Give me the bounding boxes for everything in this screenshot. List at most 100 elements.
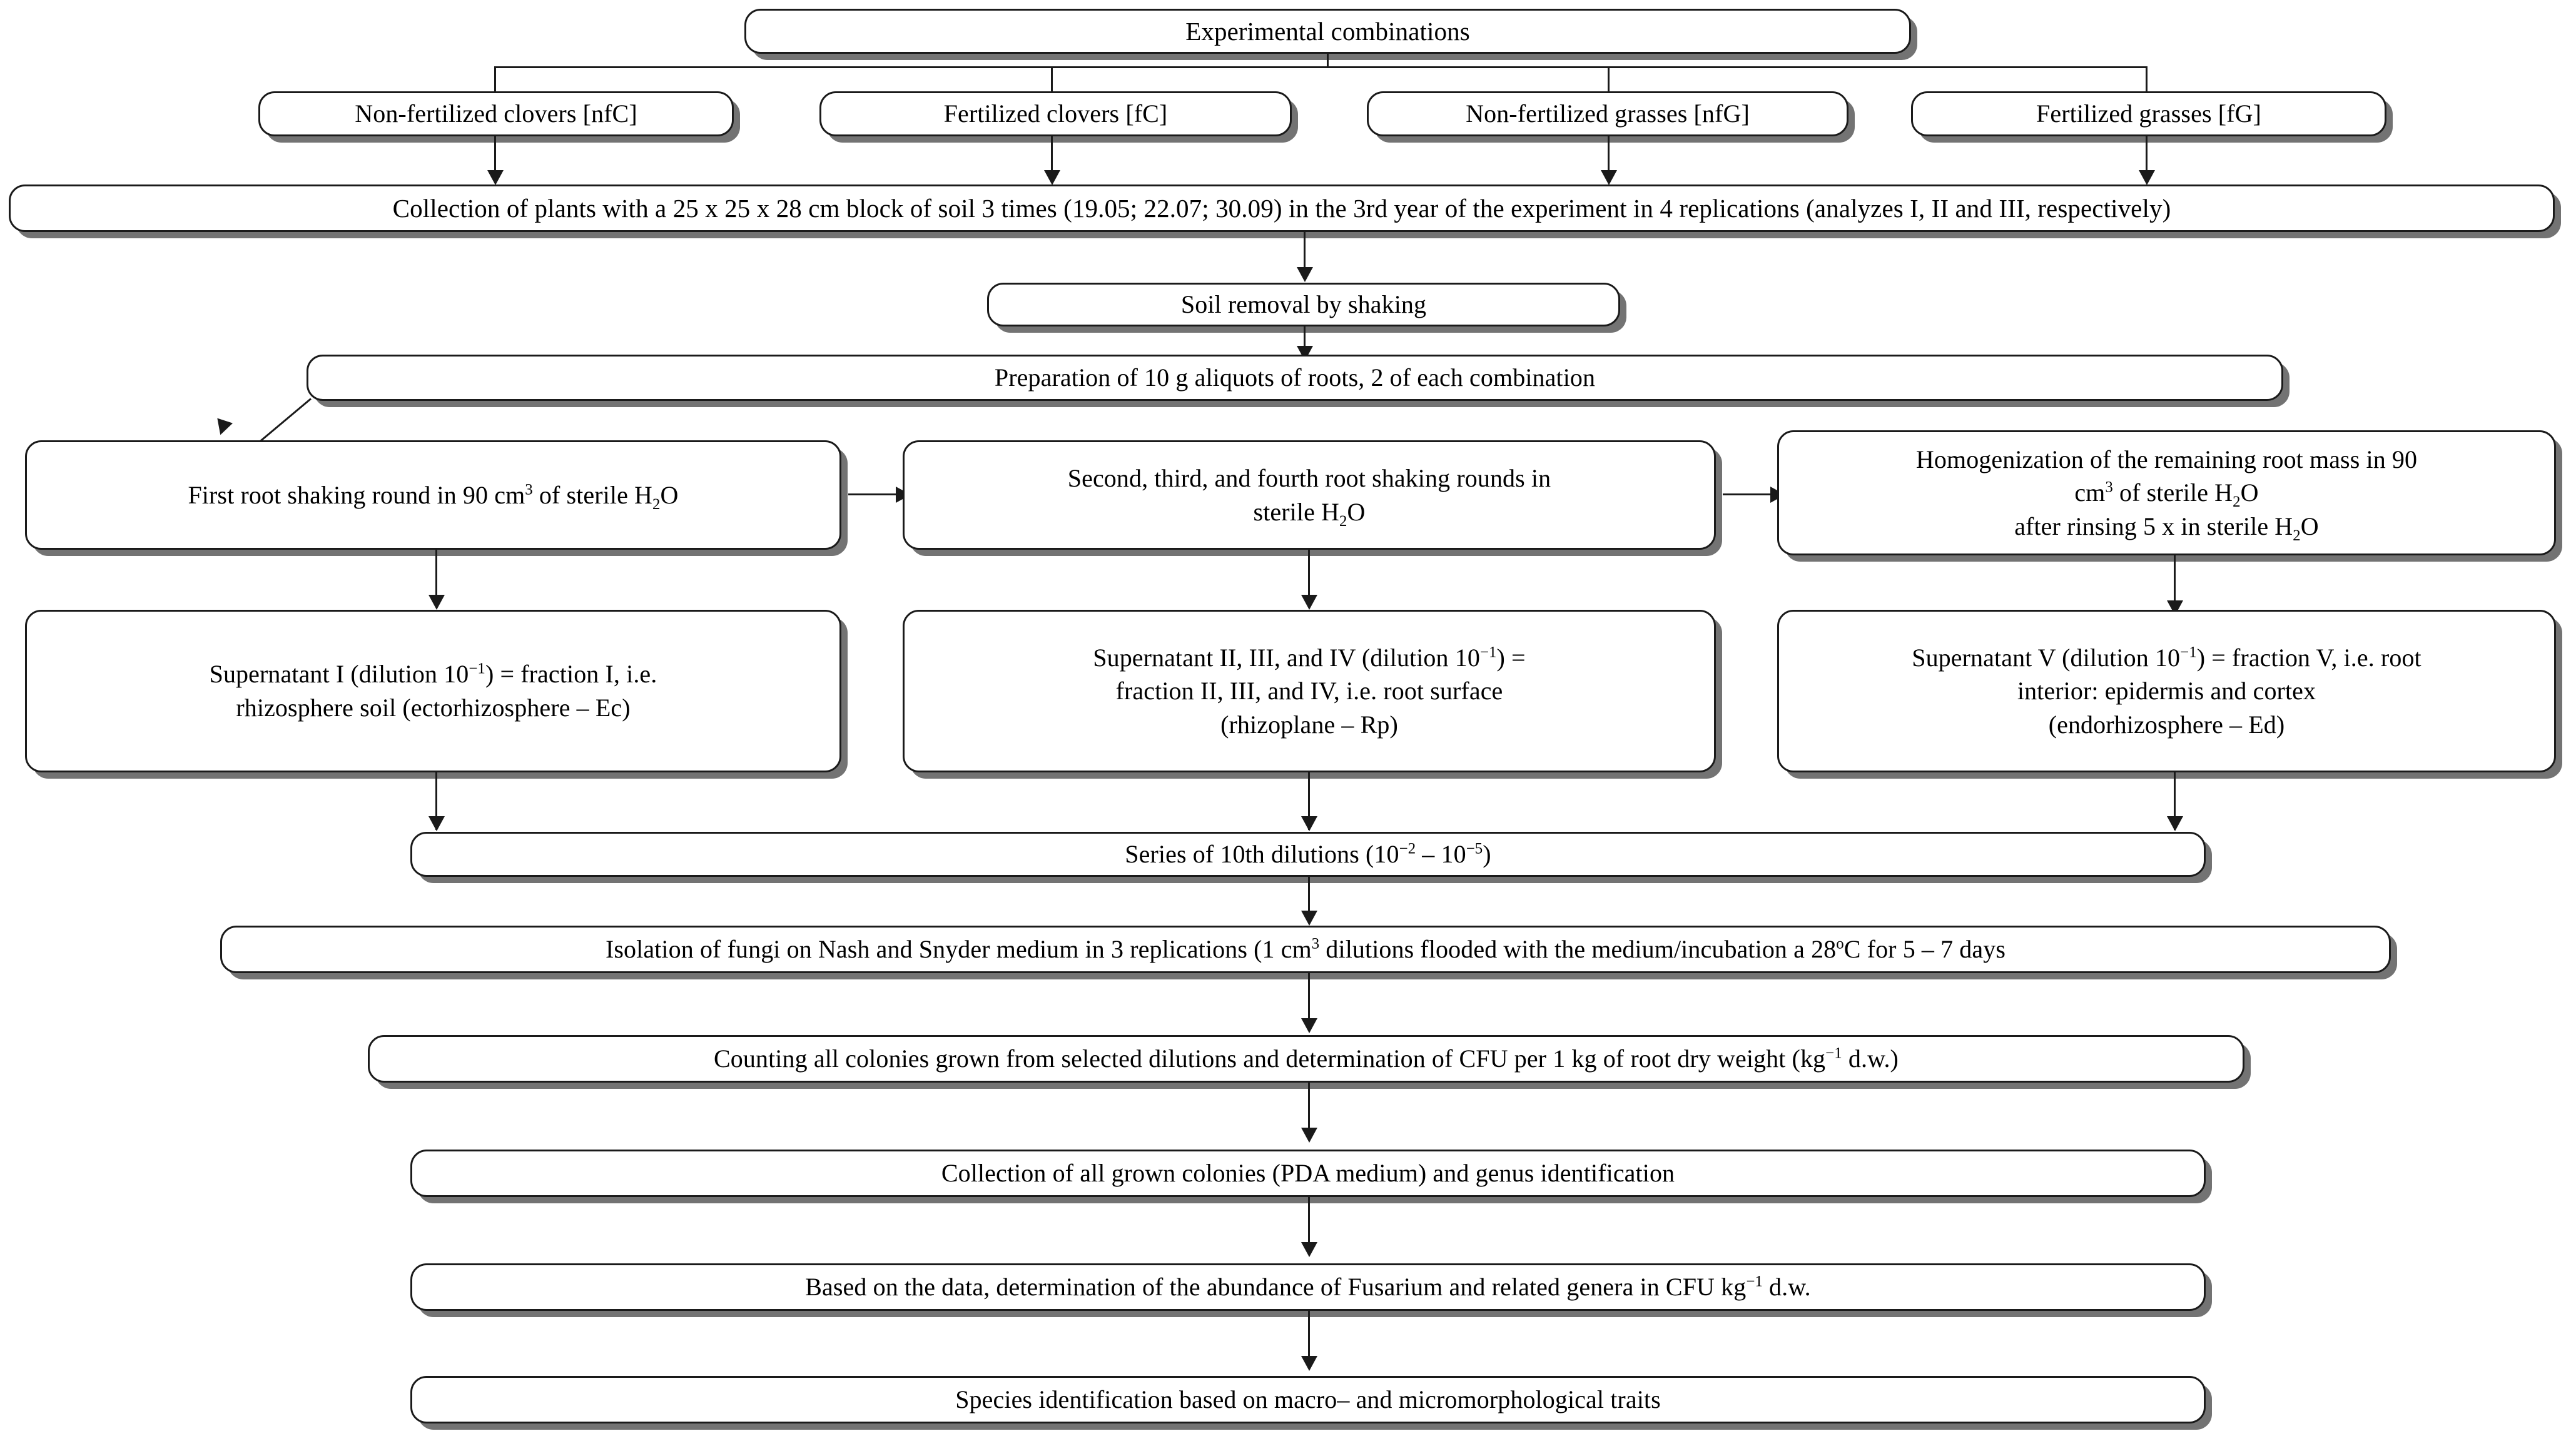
supernatant-ii-line3: (rhizoplane – Rp) [1220,710,1398,739]
node-colonies-collection[interactable]: Collection of all grown colonies (PDA me… [410,1150,2206,1197]
node-second-third-fourth-shaking[interactable]: Second, third, and fourth root shaking r… [903,440,1716,550]
connector-counting-to-collection [1308,1083,1310,1134]
supernatant-i-line2: rhizosphere soil (ectorhizosphere – Ec) [236,694,631,722]
node-supernatant-v[interactable]: Supernatant V (dilution 10−1) = fraction… [1777,610,2556,772]
dilution-exponent: −1 [469,660,485,678]
arrowhead-soil-removal [1297,267,1313,282]
second-shaking-line1: Second, third, and fourth root shaking r… [1067,463,1551,492]
isolation-text-a: Isolation of fungi on Nash and Snyder me… [605,935,1312,964]
arrowhead-first-shaking [212,418,233,438]
supernatant-ii-line2: fraction II, III, and IV, i.e. root surf… [1115,677,1503,705]
node-preparation-aliquots[interactable]: Preparation of 10 g aliquots of roots, 2… [307,355,2283,401]
isolation-text-c: C for 5 – 7 days [1843,935,2006,964]
node-label: Supernatant II, III, and IV (dilution 10… [916,641,1703,742]
arrowhead-isolation [1301,911,1317,926]
node-treatment-fC[interactable]: Fertilized clovers [fC] [819,91,1292,136]
per-kg-exponent: −1 [1825,1044,1842,1062]
node-label: Non-fertilized grasses [nfG] [1466,99,1750,128]
water-subscript: 2 [1339,512,1347,530]
arrowhead-nfC [487,170,504,185]
arrowhead-supernatant-i [428,595,445,610]
dilution-exponent: −1 [2180,644,2197,661]
second-shaking-line2-b: O [1347,497,1366,526]
node-label: Soil removal by shaking [1180,290,1427,319]
connector-second-to-homogenization [1723,493,1777,495]
water-subscript: 2 [2293,527,2301,544]
arrowhead-fC [1044,170,1060,185]
counting-text-b: d.w.) [1842,1044,1899,1073]
connector-bus-to-nfC [494,66,496,91]
dilutions-text-b: – 10 [1416,840,1466,869]
supernatant-v-line3: (endorhizosphere – Ed) [2048,710,2285,739]
arrowhead-dilutions-left [428,816,445,831]
arrowhead-colonies-collection [1301,1128,1317,1143]
connector-second-shaking-down [1308,550,1310,599]
node-treatment-fG[interactable]: Fertilized grasses [fG] [1911,91,2386,136]
connector-bus-to-fC [1051,66,1053,91]
node-abundance-determination[interactable]: Based on the data, determination of the … [410,1263,2206,1311]
connector-isolation-to-counting [1308,973,1310,1024]
node-label: Species identification based on macro– a… [955,1385,1661,1414]
connector-supernatant-v-down [2174,772,2176,830]
counting-text-a: Counting all colonies grown from selecte… [714,1044,1826,1073]
dilutions-text-c: ) [1483,840,1491,869]
arrowhead-species-identification [1301,1356,1317,1371]
water-subscript: 2 [652,495,661,513]
node-label: Fertilized grasses [fG] [2036,99,2261,128]
node-label: Non-fertilized clovers [nfC] [355,99,637,128]
node-label: Collection of all grown colonies (PDA me… [941,1159,1675,1188]
homogenization-line2-b: of sterile H [2112,478,2233,507]
arrowhead-supernatant-ii [1301,595,1317,610]
node-experimental-combinations[interactable]: Experimental combinations [744,9,1911,54]
connector-dilutions-to-isolation [1308,877,1310,916]
node-supernatant-i[interactable]: Supernatant I (dilution 10−1) = fraction… [25,610,841,772]
water-subscript: 2 [2233,493,2241,511]
first-shaking-text-a: First root shaking round in 90 cm [188,480,525,509]
cm-cubed-superscript: 3 [2105,478,2113,496]
abundance-text-a: Based on the data, determination of the … [805,1273,1747,1302]
node-label: Second, third, and fourth root shaking r… [916,462,1703,528]
node-counting-colonies[interactable]: Counting all colonies grown from selecte… [368,1035,2244,1083]
node-label: Homogenization of the remaining root mas… [1790,443,2543,543]
node-treatment-nfG[interactable]: Non-fertilized grasses [nfG] [1367,91,1848,136]
node-label: Experimental combinations [1185,16,1470,46]
connector-fC-down [1051,136,1053,174]
node-label: Isolation of fungi on Nash and Snyder me… [233,933,2378,966]
arrowhead-fG [2139,170,2155,185]
node-label: Counting all colonies grown from selecte… [381,1042,2231,1076]
connector-bus-to-nfG [1608,66,1610,91]
node-label: Fertilized clovers [fC] [943,99,1168,128]
node-treatment-nfC[interactable]: Non-fertilized clovers [nfC] [258,91,734,136]
connector-treatment-bus [494,66,2146,68]
connector-collection-to-soil [1304,232,1306,271]
homogenization-line1: Homogenization of the remaining root mas… [1915,445,2418,473]
connector-fG-down [2146,136,2148,174]
arrowhead-dilutions-right [2167,816,2183,831]
node-label: Collection of plants with a 25 x 25 x 28… [392,193,2171,223]
supernatant-ii-line1-b: ) = [1496,643,1526,672]
cm-cubed-superscript: 3 [525,481,533,498]
supernatant-ii-line1-a: Supernatant II, III, and IV (dilution 10 [1093,643,1480,672]
connector-supernatant-i-down [435,772,437,830]
node-supernatant-ii-iii-iv[interactable]: Supernatant II, III, and IV (dilution 10… [903,610,1716,772]
arrowhead-nfG [1601,170,1617,185]
node-dilution-series[interactable]: Series of 10th dilutions (10−2 – 10−5) [410,832,2206,877]
abundance-text-b: d.w. [1762,1273,1811,1302]
connector-nfC-down [494,136,496,174]
supernatant-v-line1-a: Supernatant V (dilution 10 [1912,643,2181,672]
isolation-text-b: dilutions flooded with the medium/incuba… [1319,935,1837,964]
node-homogenization[interactable]: Homogenization of the remaining root mas… [1777,430,2556,555]
first-shaking-text-c: O [660,480,679,509]
node-label: First root shaking round in 90 cm3 of st… [38,478,828,512]
node-collection-of-plants[interactable]: Collection of plants with a 25 x 25 x 28… [9,185,2555,232]
dilution-exponent: −1 [1479,644,1497,661]
per-kg-exponent: −1 [1746,1273,1763,1290]
node-label: Preparation of 10 g aliquots of roots, 2… [994,363,1596,392]
connector-first-shaking-down [435,550,437,599]
node-isolation-of-fungi[interactable]: Isolation of fungi on Nash and Snyder me… [220,926,2391,973]
node-first-root-shaking[interactable]: First root shaking round in 90 cm3 of st… [25,440,841,550]
node-species-identification[interactable]: Species identification based on macro– a… [410,1376,2206,1423]
node-soil-removal[interactable]: Soil removal by shaking [987,283,1620,326]
dilution-exponent-min: −2 [1399,840,1416,857]
homogenization-line3-a: after rinsing 5 x in sterile H [2014,512,2293,540]
